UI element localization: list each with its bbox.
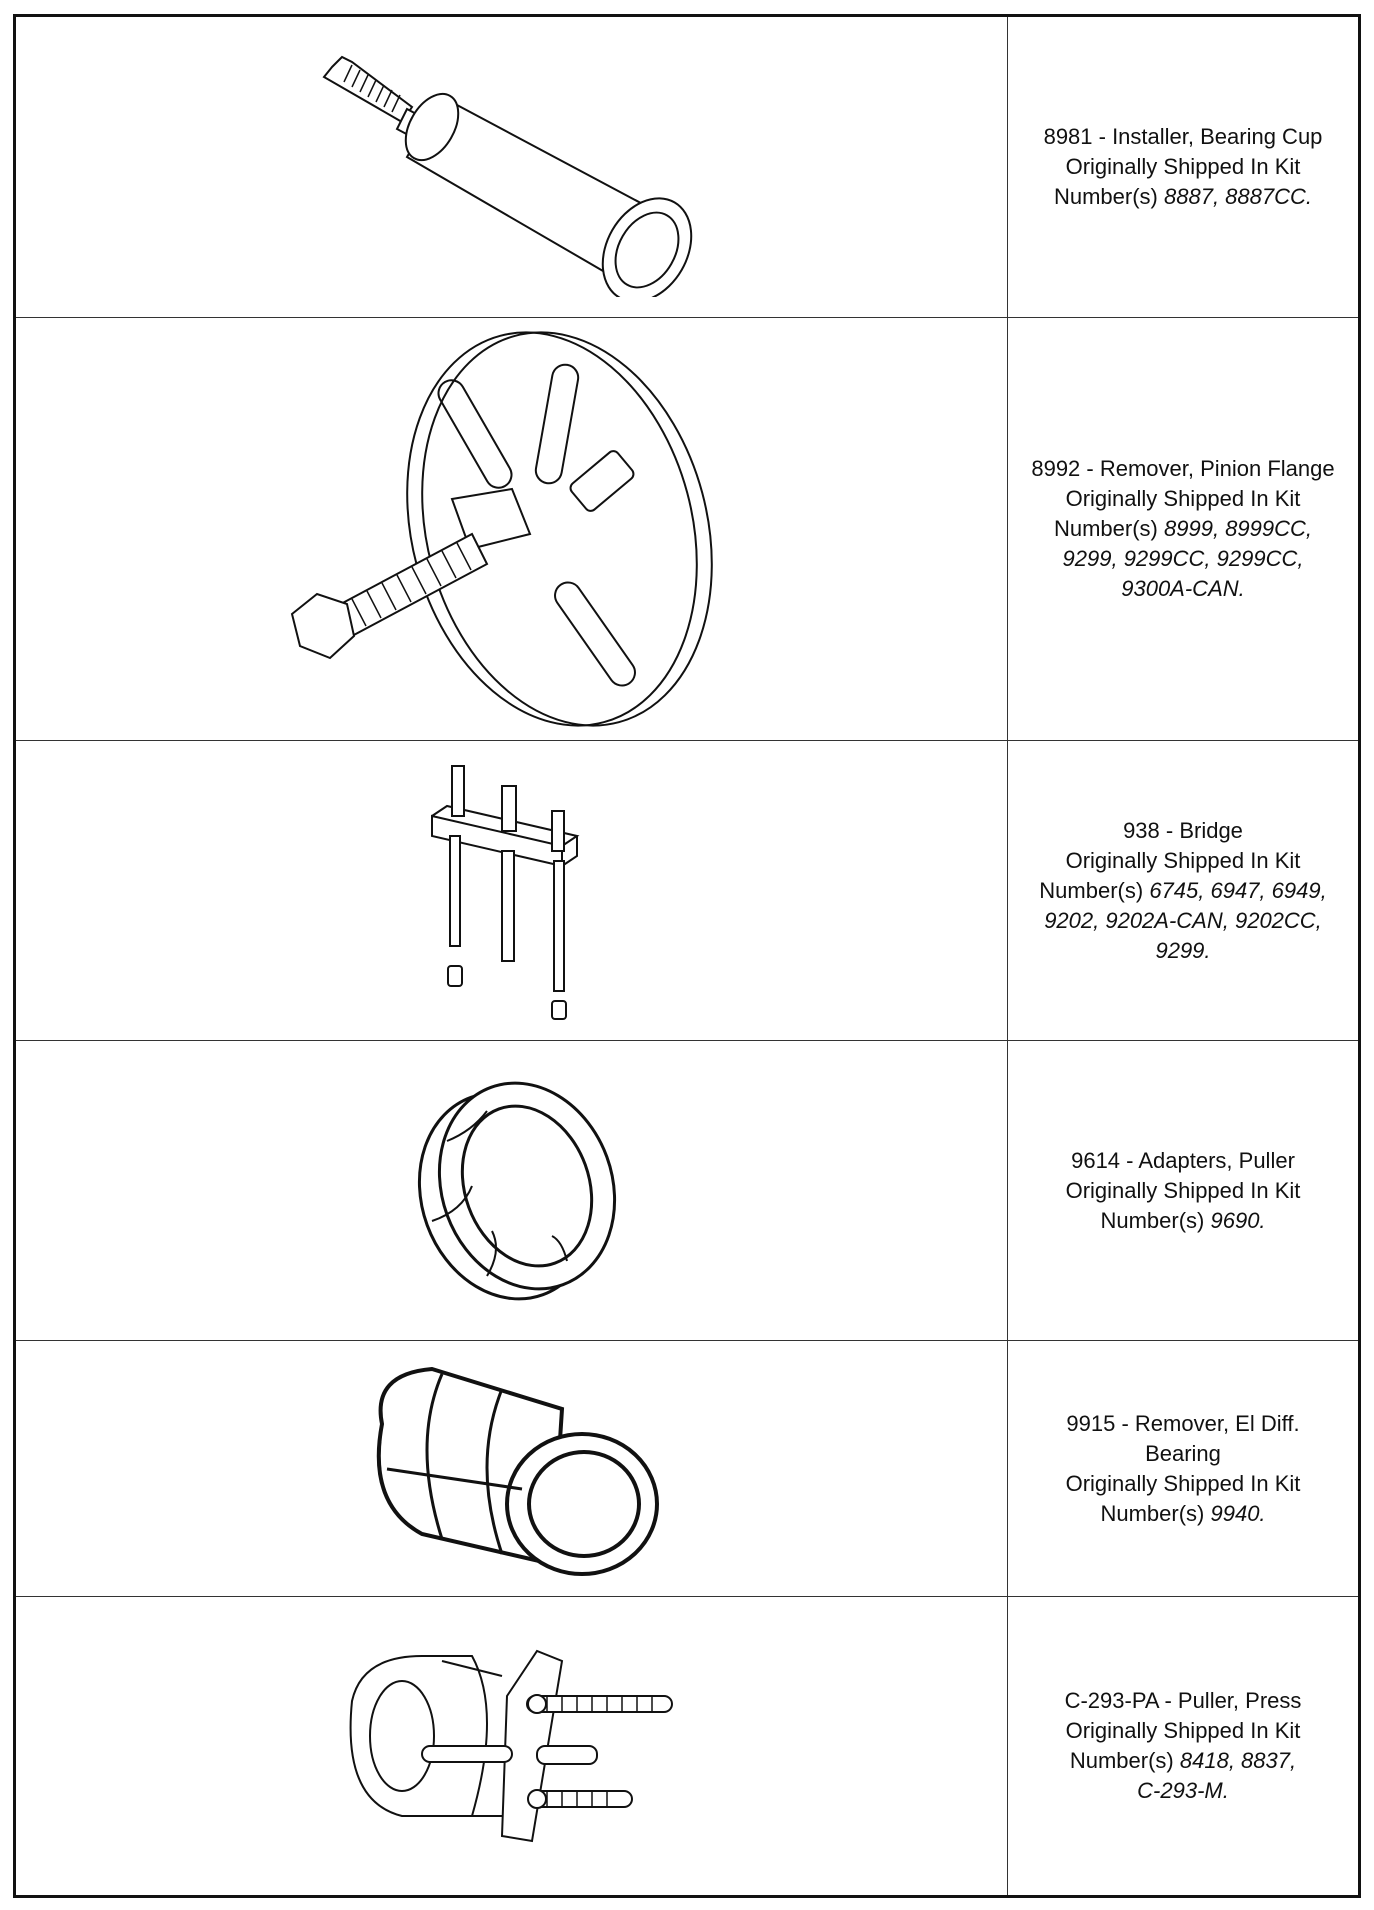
kit-numbers: 9299. <box>1155 937 1211 963</box>
kit-numbers: C-293-M. <box>1137 1778 1229 1803</box>
kit-prefix: Number(s) <box>1100 1207 1205 1233</box>
tool-row: 938 - Bridge Originally Shipped In Kit N… <box>16 741 1358 1041</box>
shipped-label: Originally Shipped In Kit <box>1065 486 1301 511</box>
tool-description: 938 - Bridge Originally Shipped In Kit N… <box>1008 741 1358 1040</box>
bridge-illustration <box>430 764 579 1020</box>
tool-row: 8981 - Installer, Bearing Cup Originally… <box>16 17 1358 318</box>
kit-numbers-line: Number(s) 8999, 8999CC, <box>1054 514 1312 544</box>
tool-illustration-cell <box>16 1041 1008 1340</box>
press-puller-illustration <box>349 1649 673 1843</box>
tool-table: 8981 - Installer, Bearing Cup Originally… <box>13 14 1361 1898</box>
puller-adapters-illustration <box>417 1081 616 1300</box>
kit-numbers: 8999, 8999CC, <box>1164 516 1313 541</box>
kit-numbers: 8887, 8887CC. <box>1164 184 1313 209</box>
shipped-label: Originally Shipped In Kit <box>1065 847 1301 873</box>
tool-description: 8992 - Remover, Pinion Flange Originally… <box>1008 318 1358 740</box>
tool-illustration-cell <box>16 1597 1008 1895</box>
diff-bearing-remover-illustration <box>376 1366 659 1576</box>
tool-row: C-293-PA - Puller, Press Originally Ship… <box>16 1597 1358 1895</box>
kit-numbers-line: Number(s) 9940. <box>1100 1499 1265 1529</box>
kit-numbers: 9300A-CAN. <box>1121 576 1245 601</box>
kit-numbers-line: Number(s) 6745, 6947, 6949, <box>1039 876 1326 906</box>
tool-title: C-293-PA - Puller, Press <box>1064 1688 1302 1713</box>
kit-prefix: Number(s) <box>1053 516 1158 541</box>
kit-numbers: 8418, 8837, <box>1179 1748 1297 1773</box>
kit-numbers-line: Number(s) 9690. <box>1100 1206 1265 1236</box>
tool-illustration-cell <box>16 318 1008 740</box>
tool-description: 9614 - Adapters, Puller Originally Shipp… <box>1008 1041 1358 1340</box>
tool-title: 8992 - Remover, Pinion Flange <box>1031 456 1335 481</box>
shipped-label: Originally Shipped In Kit <box>1065 1718 1301 1743</box>
tool-illustration-cell <box>16 1341 1008 1596</box>
tool-title: 9915 - Remover, El Diff. <box>1066 1410 1300 1436</box>
kit-numbers: 9690. <box>1210 1207 1266 1233</box>
shipped-label: Originally Shipped In Kit <box>1065 1177 1301 1203</box>
tool-title: 8981 - Installer, Bearing Cup <box>1043 124 1323 149</box>
tool-row: 9915 - Remover, El Diff. Bearing Origina… <box>16 1341 1358 1597</box>
shipped-label: Originally Shipped In Kit <box>1065 1470 1301 1496</box>
tool-row: 9614 - Adapters, Puller Originally Shipp… <box>16 1041 1358 1341</box>
kit-prefix: Number(s) <box>1053 184 1158 209</box>
tool-title: 938 - Bridge <box>1123 817 1243 843</box>
tool-row: 8992 - Remover, Pinion Flange Originally… <box>16 318 1358 741</box>
kit-prefix: Number(s) <box>1039 877 1144 903</box>
kit-numbers: 9202, 9202A-CAN, 9202CC, <box>1044 907 1322 933</box>
kit-numbers: 9299, 9299CC, 9299CC, <box>1062 546 1304 571</box>
tool-description: C-293-PA - Puller, Press Originally Ship… <box>1008 1597 1358 1895</box>
tool-description: 9915 - Remover, El Diff. Bearing Origina… <box>1008 1341 1358 1596</box>
kit-numbers: 6745, 6947, 6949, <box>1149 877 1327 903</box>
tool-illustration-cell <box>16 741 1008 1040</box>
tool-title: Bearing <box>1145 1440 1221 1466</box>
kit-numbers-line: Number(s) 8887, 8887CC. <box>1054 182 1312 212</box>
bearing-cup-installer-illustration <box>321 55 692 297</box>
tool-title: 9614 - Adapters, Puller <box>1071 1147 1295 1173</box>
tool-illustration-cell <box>16 17 1008 317</box>
shipped-label: Originally Shipped In Kit <box>1065 154 1301 179</box>
pinion-flange-remover-illustration <box>290 331 713 727</box>
kit-numbers-line: Number(s) 8418, 8837, <box>1070 1746 1296 1776</box>
kit-prefix: Number(s) <box>1100 1500 1205 1526</box>
kit-numbers: 9940. <box>1210 1500 1266 1526</box>
tool-description: 8981 - Installer, Bearing Cup Originally… <box>1008 17 1358 317</box>
kit-prefix: Number(s) <box>1069 1748 1174 1773</box>
